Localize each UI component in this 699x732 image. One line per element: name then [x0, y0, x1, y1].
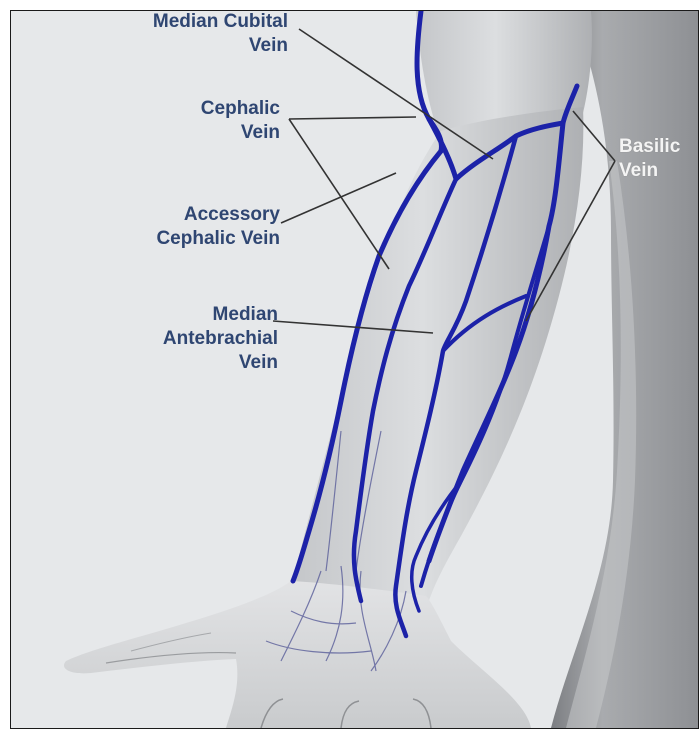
- label-accessory-cephalic-vein: Accessory Cephalic Vein: [156, 203, 280, 251]
- label-basilic-vein: Basilic Vein: [619, 135, 680, 183]
- label-cephalic-vein: Cephalic Vein: [201, 97, 280, 145]
- label-median-antebrachial-vein: Median Antebrachial Vein: [163, 303, 278, 375]
- diagram-frame: Median Cubital Vein Cephalic Vein Access…: [10, 10, 699, 729]
- leader-cephalic-1: [289, 117, 416, 119]
- arm-vein-illustration: [11, 11, 698, 728]
- hand-shape: [64, 581, 531, 728]
- leader-accessory-cephalic: [281, 173, 396, 223]
- label-median-cubital-vein: Median Cubital Vein: [153, 10, 288, 58]
- leader-cephalic-2: [289, 119, 389, 269]
